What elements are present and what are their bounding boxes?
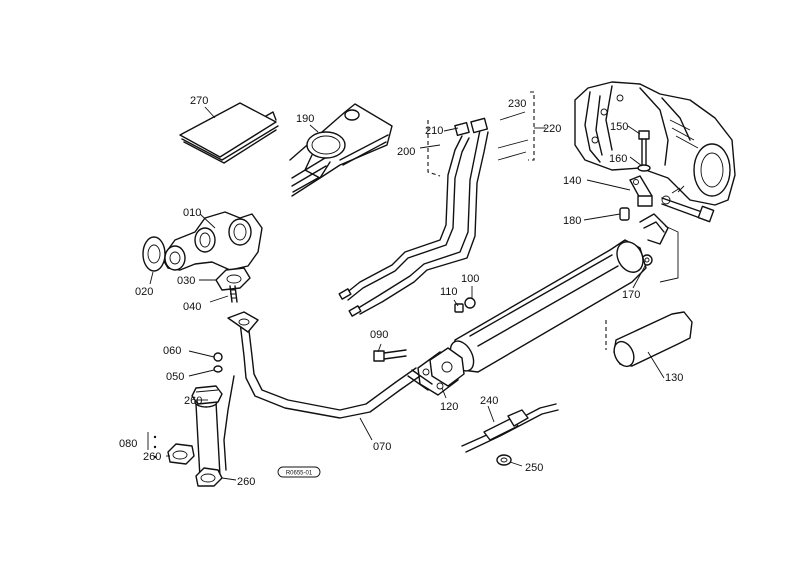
label-260-middle: 260 [143,451,161,463]
part-030-gasket [215,267,251,291]
part-060-nut [213,352,223,362]
label-180: 180 [563,215,581,227]
label-100: 100 [461,273,479,285]
label-260-upper: 260 [184,395,202,407]
label-070: 070 [373,441,391,453]
label-230: 230 [508,98,526,110]
part-labels: 270 190 210 200 230 220 150 160 140 180 … [119,95,683,488]
part-260-clamp-upper [191,385,223,405]
part-250-clip [496,454,512,466]
label-020: 020 [135,286,153,298]
label-210: 210 [425,125,443,137]
label-060: 060 [163,345,181,357]
part-180-clamp [619,207,669,245]
part-130-heat-shield [605,311,693,368]
label-030: 030 [177,275,195,287]
drawing-code-badge: R0655-01 [277,466,321,478]
label-190: 190 [296,113,314,125]
label-130: 130 [665,372,683,384]
label-220: 220 [543,123,561,135]
part-extra-bolt [661,185,715,223]
label-170: 170 [622,289,640,301]
label-110: 110 [440,286,458,298]
label-080: 080 [119,438,137,450]
part-050-washer [213,365,223,373]
label-150: 150 [610,121,628,133]
part-020-gasket [142,236,166,272]
part-090-bolt [373,349,407,362]
label-140: 140 [563,175,581,187]
part-260-clamp-middle [167,443,195,465]
label-260-lower: 260 [237,476,255,488]
part-100-nut [464,297,476,309]
label-090: 090 [370,329,388,341]
part-270-manual [179,102,279,164]
label-270: 270 [190,95,208,107]
label-120: 120 [440,401,458,413]
part-110-bolt [454,303,464,313]
label-010: 010 [183,207,201,219]
part-040-stud [229,285,238,303]
leader-lines [149,106,665,481]
part-070-exhaust-pipe [227,311,433,419]
part-010-exhaust-manifold [161,211,263,271]
part-120-flange [417,347,465,396]
part-190-engine-cover [289,103,393,197]
label-160: 160 [609,153,627,165]
part-muffler [449,239,647,373]
part-240-hose [461,403,559,453]
part-140-bracket [629,175,653,207]
flywheel-housing [574,81,736,206]
label-240: 240 [480,395,498,407]
part-200-injection-pipes [338,91,535,317]
label-200: 200 [397,146,415,158]
part-160-washer [637,164,651,172]
drawing-code-text: R0655-01 [286,471,313,477]
label-040: 040 [183,301,201,313]
label-250: 250 [525,462,543,474]
label-050: 050 [166,371,184,383]
